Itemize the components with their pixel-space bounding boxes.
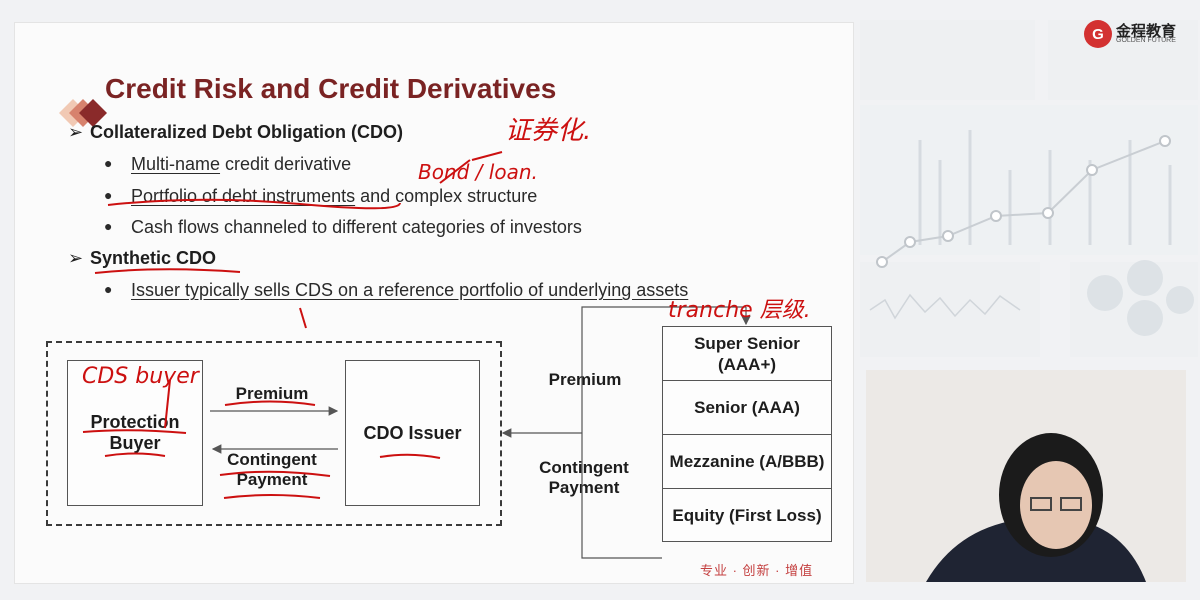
golden-future-logo-icon: G xyxy=(1084,20,1112,48)
tranche-super-senior: Super Senior (AAA+) xyxy=(663,327,831,381)
logo-name: 金程教育 xyxy=(1116,23,1177,40)
presenter-icon xyxy=(866,370,1186,582)
arrow-bullet-icon: ➢ xyxy=(68,122,84,142)
bullet-portfolio: ●Portfolio of debt instruments and compl… xyxy=(104,186,538,206)
tranche-senior: Senior (AAA) xyxy=(663,381,831,435)
arrow-bullet-icon: ➢ xyxy=(68,248,84,268)
synthetic-cdo-frame xyxy=(46,341,502,526)
annotation-tranche: tranche 层级. xyxy=(668,298,811,323)
contingent-payment-label-right: Contingent Payment xyxy=(539,458,629,497)
annotation-cds-buyer: CDS buyer xyxy=(82,364,199,389)
premium-label-left: Premium xyxy=(235,384,309,403)
diamond-decoration-icon xyxy=(59,99,107,127)
bullet-cash-flows: ●Cash flows channeled to different categ… xyxy=(104,217,582,237)
cdo-issuer-box: CDO Issuer xyxy=(345,360,480,506)
contingent-payment-label-left: Contingent Payment xyxy=(227,450,317,489)
protection-buyer-box: Protection Buyer xyxy=(67,360,203,506)
bullet-issuer: ●Issuer typically sells CDS on a referen… xyxy=(104,280,689,300)
bullet-multi-name: ●Multi-name credit derivative xyxy=(104,154,352,174)
annotation-bond-loan: Bond / loan. xyxy=(418,160,538,184)
dot-bullet-icon: ● xyxy=(104,187,113,203)
dot-bullet-icon: ● xyxy=(104,155,113,171)
annotation-securitization: 证券化. xyxy=(505,116,592,146)
dot-bullet-icon: ● xyxy=(104,218,113,234)
logo-sub: GOLDEN FUTURE xyxy=(1116,37,1176,44)
tranche-equity: Equity (First Loss) xyxy=(672,506,822,525)
bullet-synthetic-cdo: ➢Synthetic CDO xyxy=(68,248,217,268)
presenter-video xyxy=(866,370,1186,582)
premium-label-right: Premium xyxy=(548,370,622,389)
slide-footer: 专业 · 创新 · 增值 xyxy=(700,563,814,578)
background-infographic xyxy=(860,20,1198,357)
bullet-cdo: ➢Collateralized Debt Obligation (CDO) xyxy=(68,122,404,142)
slide-title: Credit Risk and Credit Derivatives xyxy=(105,73,557,104)
dot-bullet-icon: ● xyxy=(104,281,113,297)
tranche-stack: Super Senior (AAA+) Senior (AAA) Mezzani… xyxy=(662,326,832,542)
tranche-mezzanine: Mezzanine (A/BBB) xyxy=(663,435,831,489)
